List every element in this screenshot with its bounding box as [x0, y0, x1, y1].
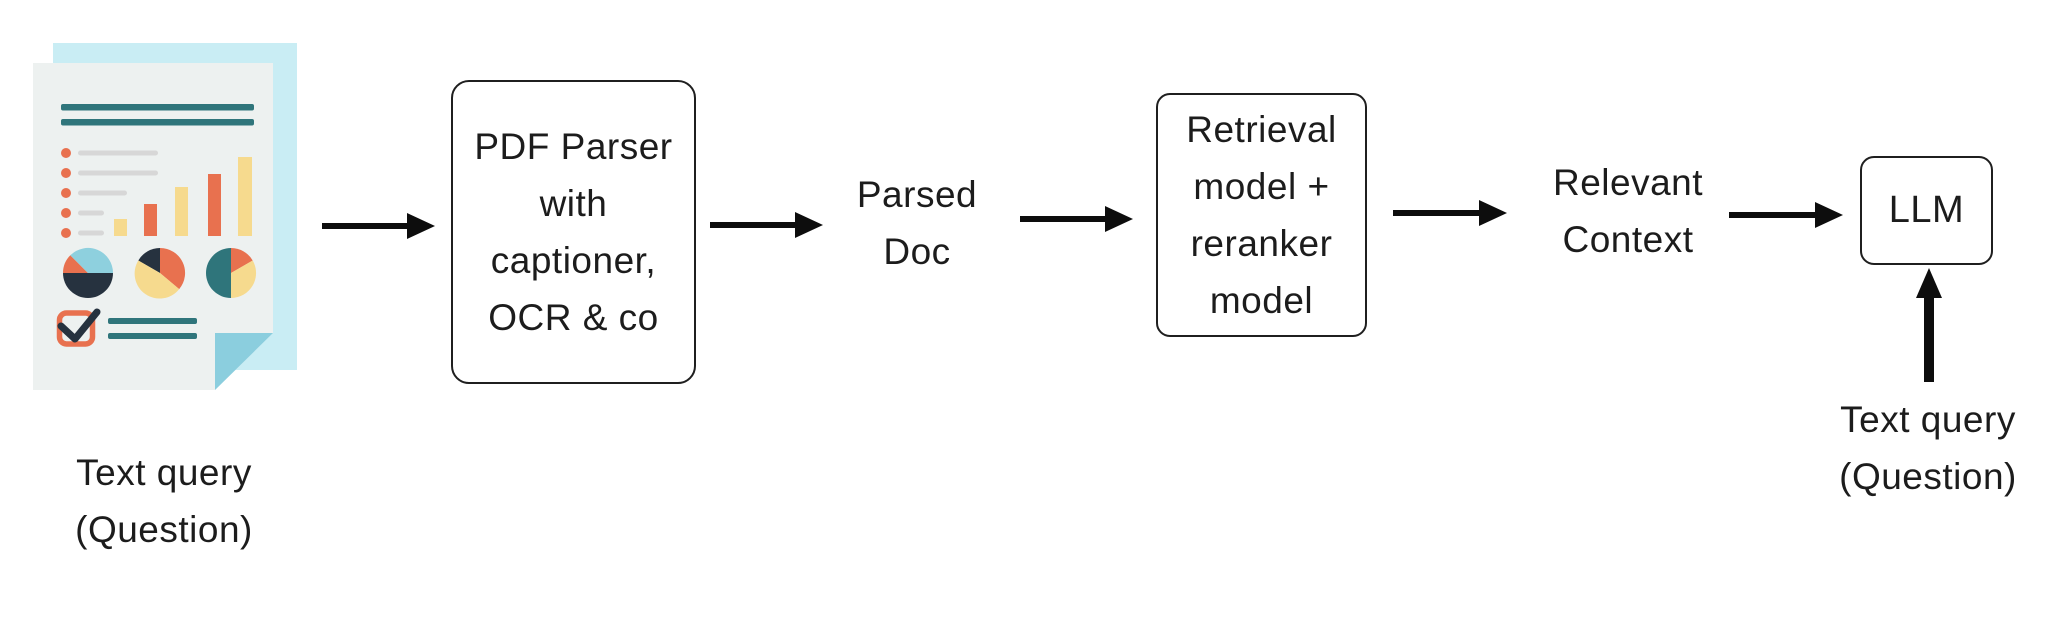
relevant-context-label: Relevant Context — [1552, 162, 1704, 260]
arrow-parsed-doc-to-retrieval — [1020, 206, 1133, 232]
arrow-parser-to-parsed-doc — [710, 212, 823, 238]
llm-node: LLM — [1860, 156, 1993, 265]
pdf-parser-node: PDF Parser with captioner, OCR & co — [451, 80, 696, 384]
pdf-parser-label: PDF Parser with captioner, OCR & co — [474, 126, 673, 338]
retrieval-node: Retrieval model + reranker model — [1156, 93, 1367, 337]
doc-pie-charts — [62, 247, 257, 299]
arrow-query-to-llm — [1916, 268, 1942, 382]
input-document-caption: Text query (Question) — [75, 452, 253, 550]
parsed-doc-label: Parsed Doc — [856, 174, 978, 272]
doc-checkmark-icon — [57, 308, 101, 343]
llm-label: LLM — [1888, 189, 1965, 231]
arrow-context-to-llm — [1729, 202, 1843, 228]
doc-fold-corner — [215, 333, 273, 390]
arrow-doc-to-parser — [322, 213, 435, 239]
arrow-retrieval-to-context — [1393, 200, 1507, 226]
doc-bar-chart — [114, 157, 252, 236]
document-with-charts-icon — [33, 43, 297, 390]
query-input-caption: Text query (Question) — [1839, 399, 2017, 497]
retrieval-label: Retrieval model + reranker model — [1186, 109, 1337, 321]
